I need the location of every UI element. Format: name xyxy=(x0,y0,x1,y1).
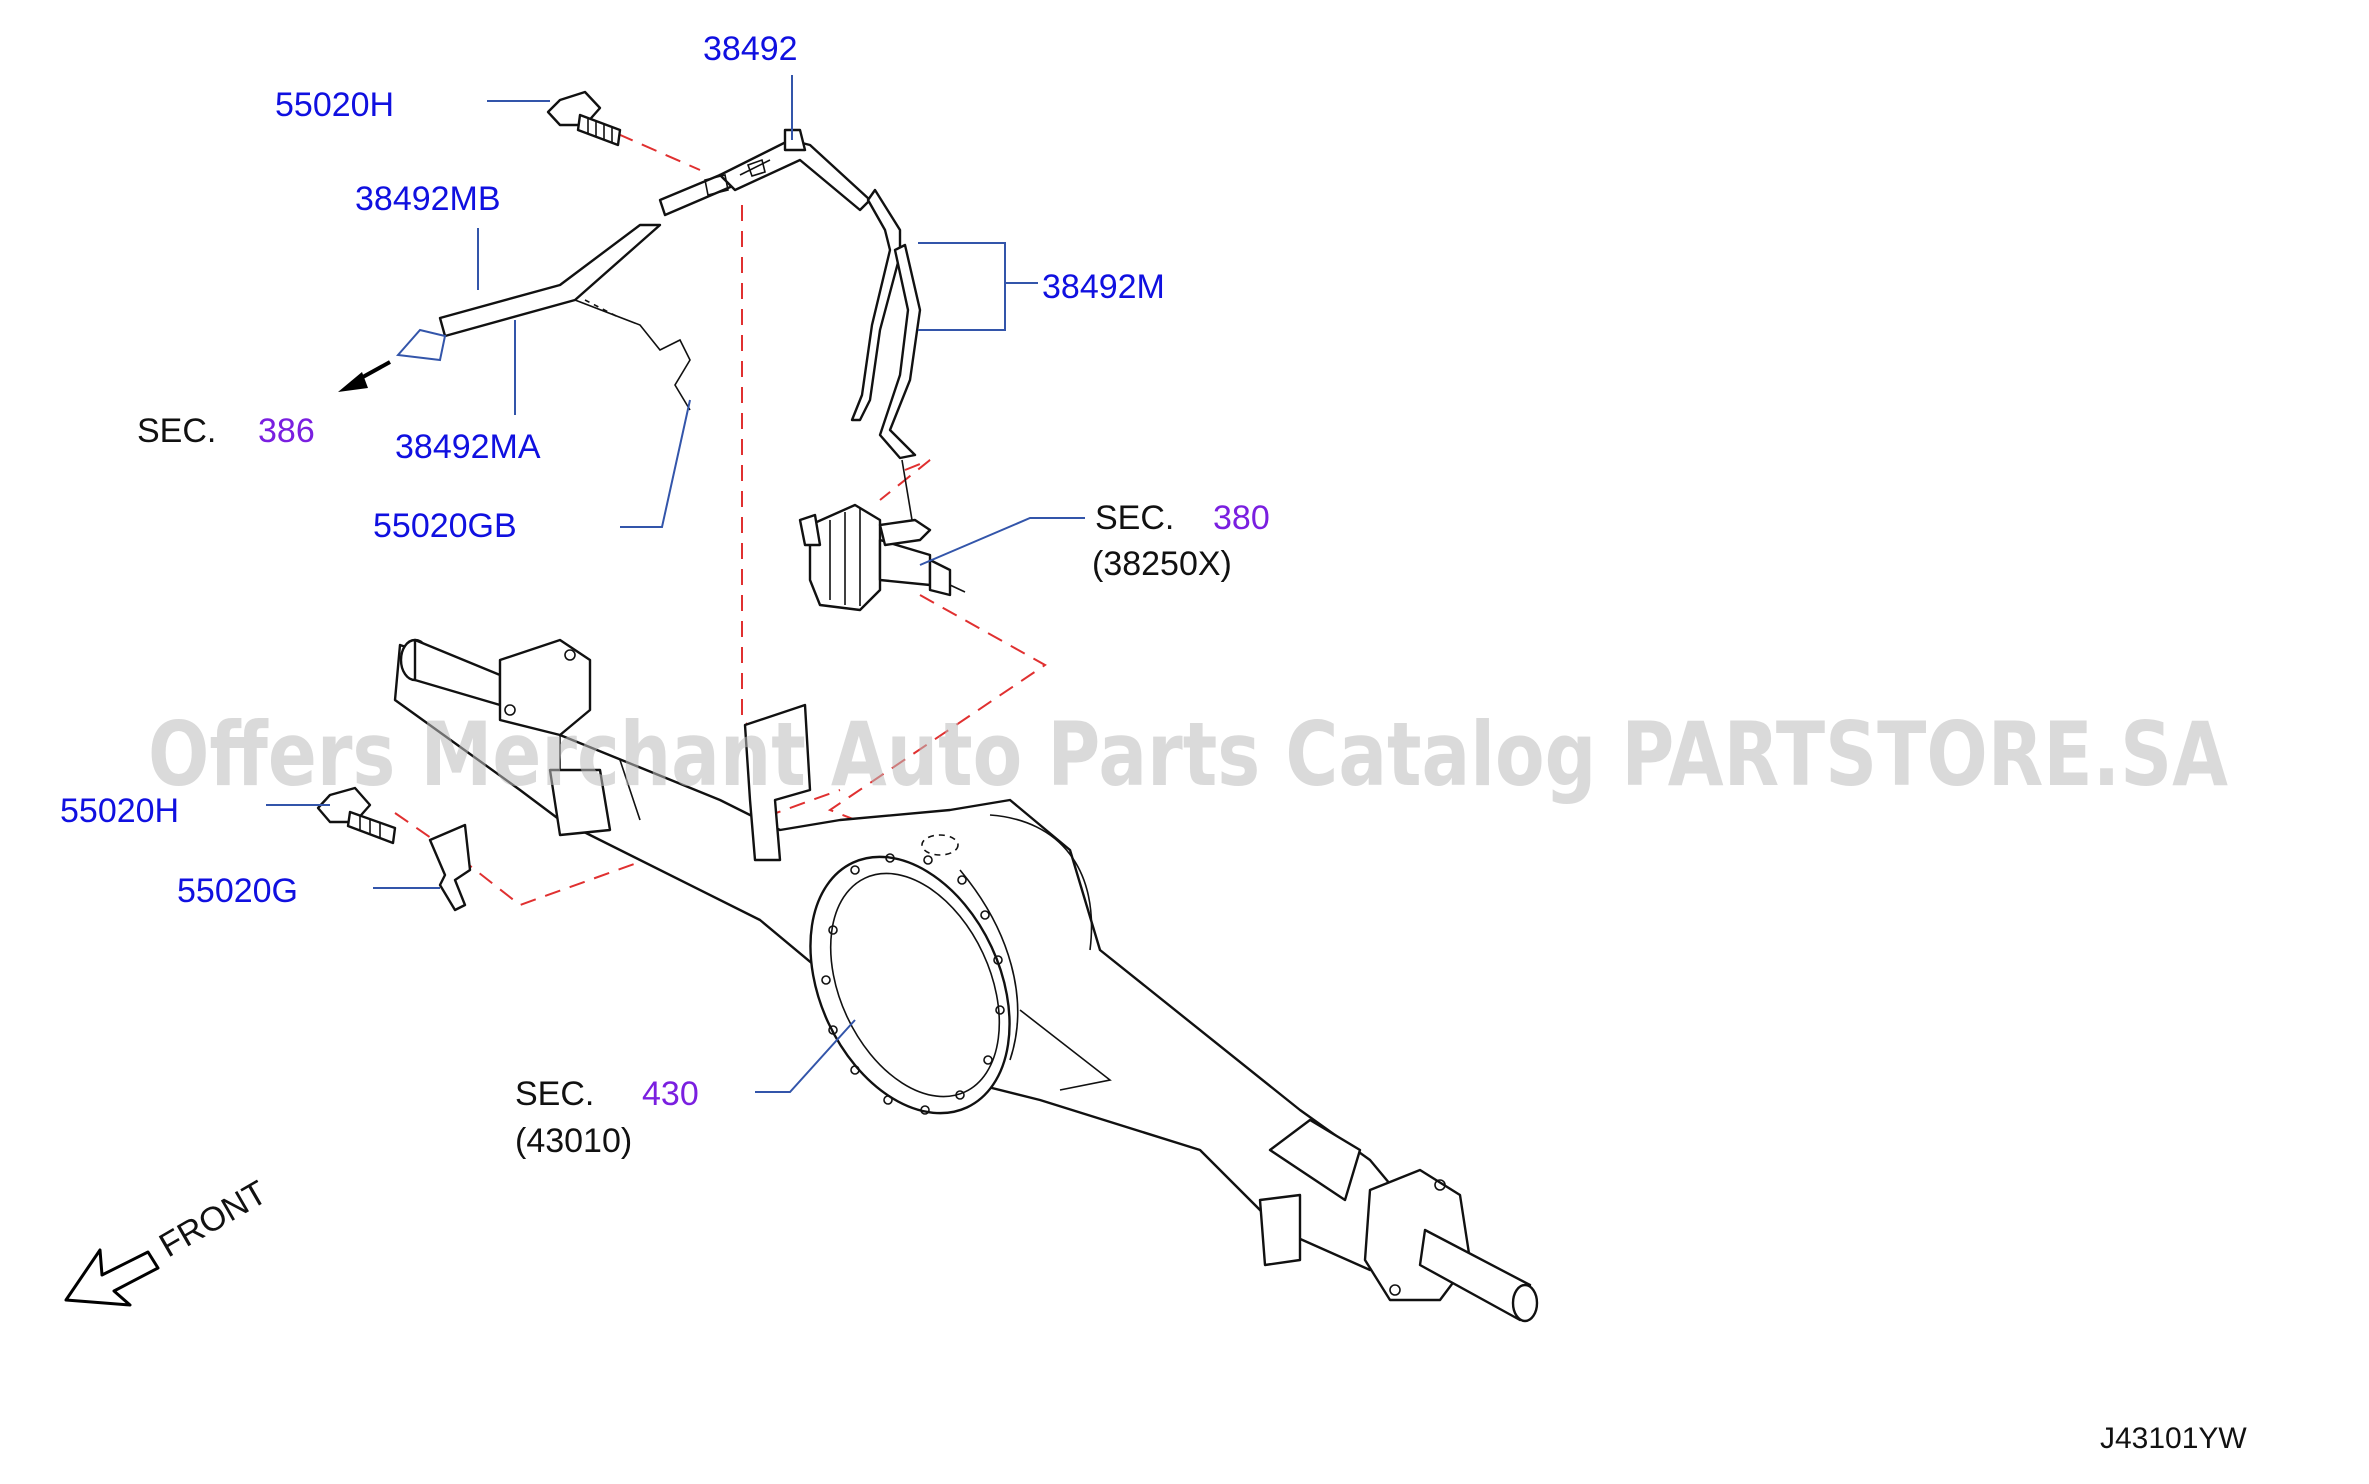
front-direction-indicator: FRONT xyxy=(64,1173,273,1307)
label-38492m[interactable]: 38492M xyxy=(1042,268,1165,306)
sec430-code: (43010) xyxy=(515,1122,632,1160)
sec380-code: (38250X) xyxy=(1092,545,1232,583)
label-55020g[interactable]: 55020G xyxy=(177,872,298,910)
part-labels: 38492 55020H 38492MB 38492M 38492MA 5502… xyxy=(60,30,1165,910)
sec430-prefix: SEC. xyxy=(515,1075,594,1113)
sec386-number[interactable]: 386 xyxy=(258,412,315,450)
sec380-prefix: SEC. xyxy=(1095,499,1174,537)
bolt-top-drawing xyxy=(546,90,622,147)
bolt-bottom-drawing xyxy=(316,786,472,912)
diagram-id: J43101YW xyxy=(2100,1422,2247,1455)
watermark-text: Offers Merchant Auto Parts Catalog PARTS… xyxy=(148,703,2228,806)
brake-tube-drawing xyxy=(438,128,922,460)
sec386-arrow xyxy=(338,328,447,392)
label-38492mb[interactable]: 38492MB xyxy=(355,180,501,218)
label-55020h-bottom[interactable]: 55020H xyxy=(60,792,179,830)
axle-housing-drawing xyxy=(393,638,1539,1323)
sec386-prefix: SEC. xyxy=(137,412,216,450)
leader-lines xyxy=(266,75,1085,1093)
sensor-valve-drawing xyxy=(798,459,966,612)
label-38492ma[interactable]: 38492MA xyxy=(395,428,541,466)
sec430-number[interactable]: 430 xyxy=(642,1075,699,1113)
label-55020gb[interactable]: 55020GB xyxy=(373,507,517,545)
label-38492[interactable]: 38492 xyxy=(703,30,798,68)
section-labels: SEC. 386 SEC. 380 (38250X) SEC. 430 (430… xyxy=(137,412,1270,1160)
sec380-number[interactable]: 380 xyxy=(1213,499,1270,537)
front-label: FRONT xyxy=(153,1173,273,1264)
label-55020h-top[interactable]: 55020H xyxy=(275,86,394,124)
